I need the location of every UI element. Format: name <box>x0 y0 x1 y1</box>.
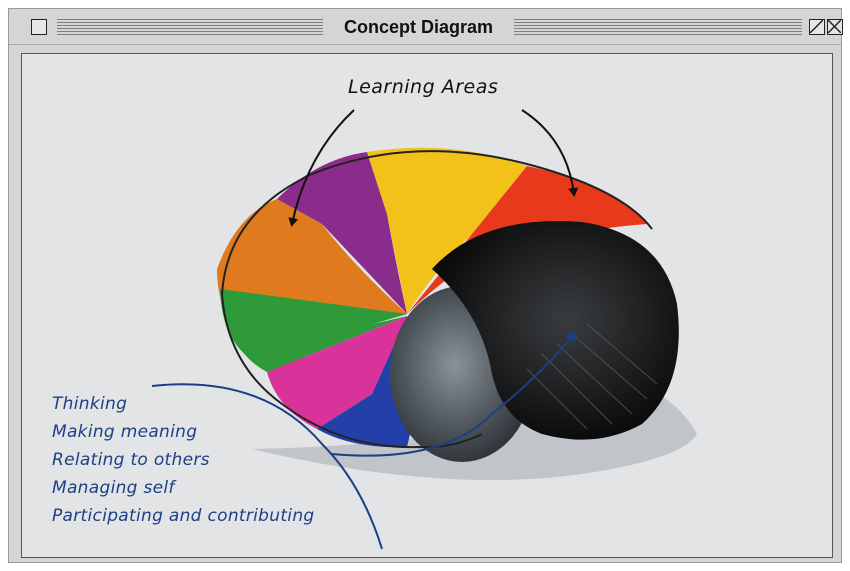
competency-making-meaning: Making meaning <box>52 422 198 442</box>
arrow-learning-areas-left <box>288 109 355 227</box>
title-stripes-left <box>57 19 323 35</box>
segment-green-b <box>222 304 407 372</box>
title-stripes-right <box>514 19 802 35</box>
shell-outline <box>221 150 653 295</box>
black-chamber <box>432 220 679 440</box>
title-bar[interactable]: Concept Diagram <box>9 9 843 45</box>
segment-purple <box>277 152 407 314</box>
competency-participating: Participating and contributing <box>52 506 315 526</box>
competency-thinking: Thinking <box>52 394 128 414</box>
arrow-learning-areas-right <box>521 109 579 197</box>
close-icon <box>828 20 841 33</box>
learning-areas-label: Learning Areas <box>348 76 499 98</box>
competency-managing-self: Managing self <box>52 478 175 498</box>
close-button[interactable] <box>827 19 843 35</box>
diagram-canvas: Learning Areas Thinking Making meaning R… <box>21 53 833 558</box>
zoom-button[interactable] <box>809 19 825 35</box>
competency-relating-to-others: Relating to others <box>52 450 210 470</box>
window-title: Concept Diagram <box>323 15 514 39</box>
segment-magenta <box>267 316 407 429</box>
concept-diagram-window: Concept Diagram <box>8 8 843 563</box>
zoom-icon <box>810 20 823 33</box>
segment-yellow <box>367 147 527 314</box>
hatch-strokes <box>526 323 658 430</box>
arrow-competencies <box>151 383 383 550</box>
nautilus-illustration <box>151 109 697 550</box>
close-box-button[interactable] <box>31 19 47 35</box>
